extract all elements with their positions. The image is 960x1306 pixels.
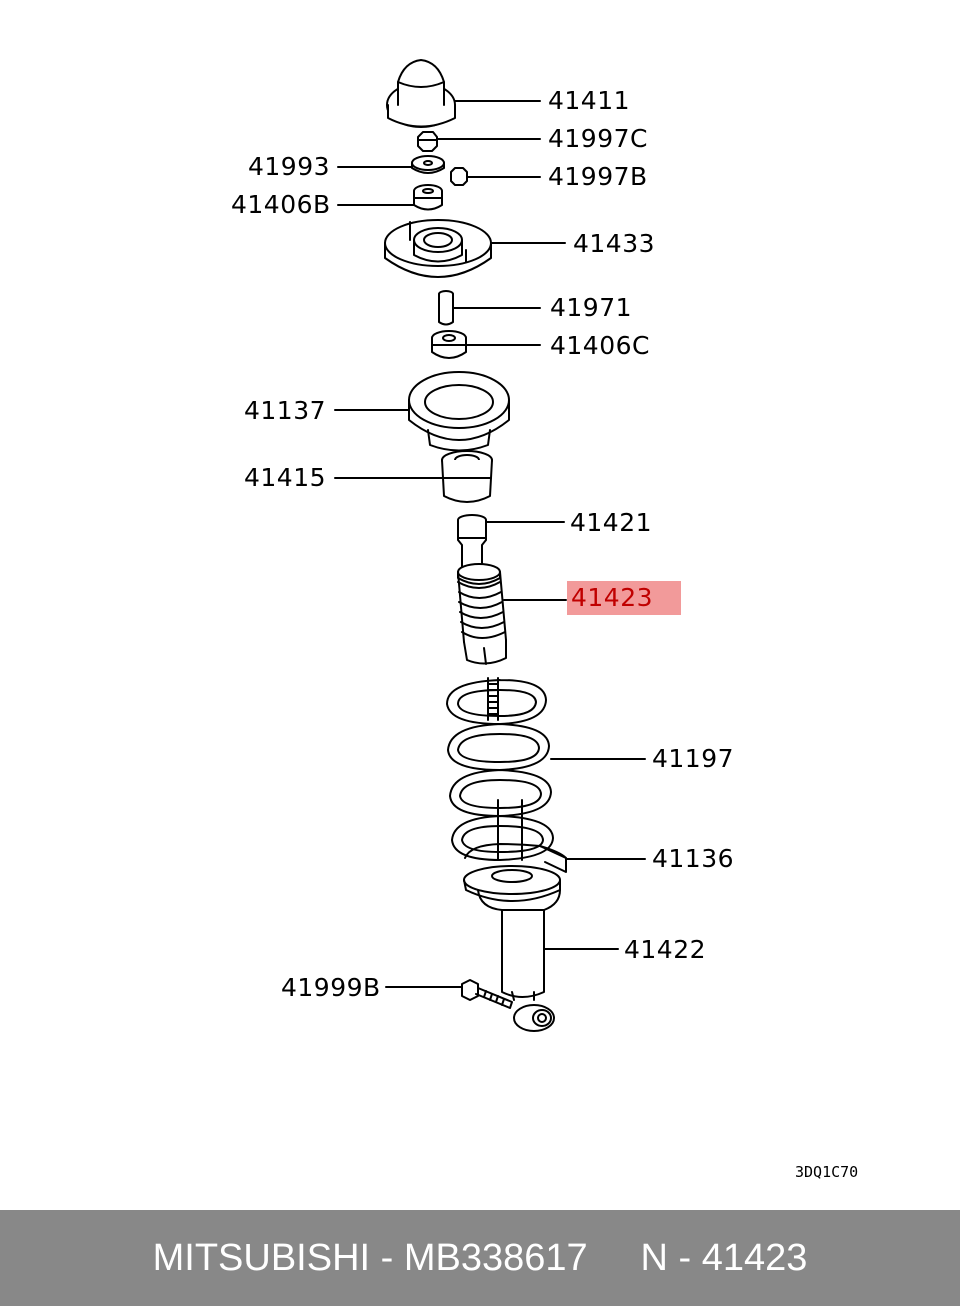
dust-boot-part — [457, 563, 507, 665]
dust-cap-part — [386, 59, 456, 128]
label-41406b: 41406B — [231, 190, 331, 219]
footer-separator: - — [370, 1236, 404, 1279]
bolt-41999b-part — [461, 979, 513, 1009]
label-41137: 41137 — [244, 396, 327, 425]
label-41423-highlighted[interactable]: 41423 — [567, 581, 681, 615]
shock-absorber-part — [477, 889, 561, 1032]
label-41999b: 41999B — [281, 973, 381, 1002]
part-number: MB338617 — [403, 1236, 588, 1279]
label-41422: 41422 — [624, 935, 707, 964]
upper-mount-part — [384, 219, 492, 278]
footer-bar: MITSUBISHI - MB338617 N - 41423 — [0, 1210, 960, 1306]
bump-rubber-part — [457, 514, 487, 573]
bushing-41406c-part — [431, 330, 467, 359]
ref-prefix: N — [640, 1236, 668, 1279]
nut-41997c-part — [417, 131, 438, 152]
label-41997c: 41997C — [548, 124, 648, 153]
diagram-code: 3DQ1C70 — [795, 1163, 859, 1181]
washer-41993-part — [411, 155, 445, 174]
spring-seat-part — [408, 371, 510, 452]
nut-41997b-part — [450, 167, 468, 186]
lower-spring-pad-part — [463, 843, 567, 902]
coil-spring-part — [446, 677, 554, 861]
footer-separator: - — [667, 1236, 702, 1279]
label-41433: 41433 — [573, 229, 656, 258]
label-41406c: 41406C — [550, 331, 650, 360]
brand-name: MITSUBISHI — [152, 1236, 371, 1279]
label-41997b: 41997B — [548, 162, 648, 191]
label-41993: 41993 — [248, 152, 331, 181]
ref-number: 41423 — [701, 1236, 808, 1279]
label-41415: 41415 — [244, 463, 327, 492]
label-41421: 41421 — [570, 508, 653, 537]
exploded-parts-diagram: 41411 41997C 41993 41997B 41406B 41433 4… — [231, 59, 859, 1181]
label-41197: 41197 — [652, 744, 735, 773]
footer-gap — [588, 1237, 641, 1280]
label-41971: 41971 — [550, 293, 633, 322]
label-41136: 41136 — [652, 844, 735, 873]
bump-stopper-seat-part — [441, 450, 493, 503]
strut-assembly-drawing — [334, 59, 646, 1032]
collar-41971-part — [438, 290, 454, 326]
bushing-41406b-part — [413, 184, 443, 211]
label-41411: 41411 — [548, 86, 631, 115]
